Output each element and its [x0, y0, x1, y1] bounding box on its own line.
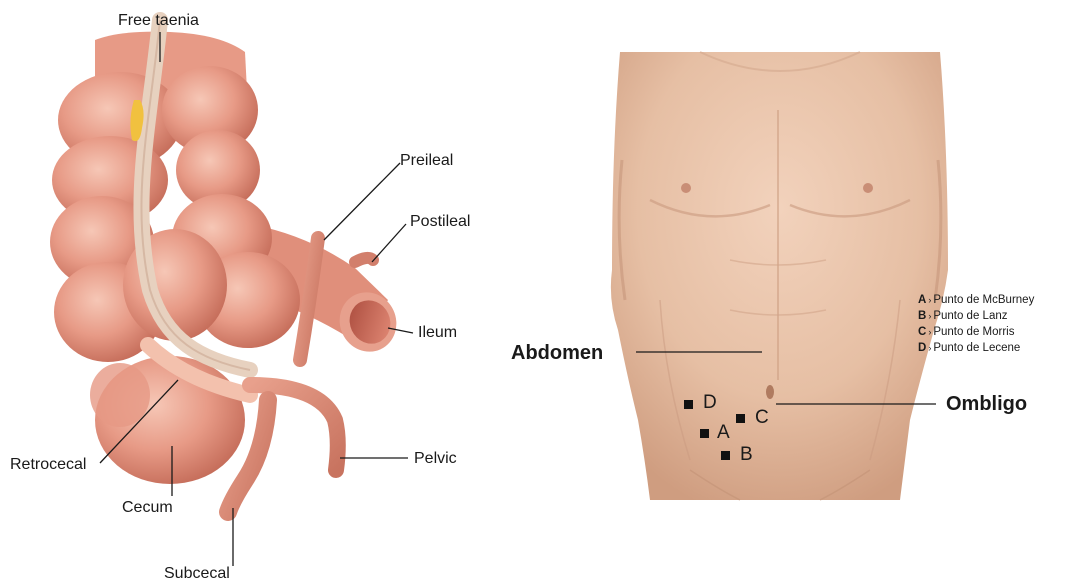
point-label-a: A — [717, 423, 730, 443]
points-legend: A›Punto de McBurney B›Punto de Lanz C›Pu… — [918, 292, 1034, 356]
point-label-d: D — [703, 393, 717, 413]
label-cecum: Cecum — [122, 499, 173, 517]
torso-illustration — [611, 52, 948, 500]
legend-item: C›Punto de Morris — [918, 324, 1034, 340]
label-subcecal: Subcecal — [164, 565, 230, 582]
label-retrocecal: Retrocecal — [10, 456, 86, 474]
legend-item: A›Punto de McBurney — [918, 292, 1034, 308]
legend-text: Punto de Morris — [933, 326, 1014, 338]
label-ombligo: Ombligo — [946, 393, 1027, 415]
label-preileal: Preileal — [400, 152, 453, 170]
label-abdomen: Abdomen — [511, 342, 603, 364]
marker-c — [736, 414, 745, 423]
marker-d — [684, 400, 693, 409]
point-label-c: C — [755, 408, 769, 428]
marker-a — [700, 429, 709, 438]
marker-b — [721, 451, 730, 460]
label-postileal: Postileal — [410, 213, 470, 231]
label-pelvic: Pelvic — [414, 450, 457, 468]
label-free-taenia: Free taenia — [118, 12, 199, 30]
legend-text: Punto de McBurney — [933, 294, 1034, 306]
legend-text: Punto de Lecene — [933, 342, 1020, 354]
point-label-b: B — [740, 445, 753, 465]
legend-text: Punto de Lanz — [933, 310, 1007, 322]
legend-item: D›Punto de Lecene — [918, 340, 1034, 356]
colon-illustration — [50, 20, 406, 512]
label-ileum: Ileum — [418, 324, 457, 342]
legend-item: B›Punto de Lanz — [918, 308, 1034, 324]
